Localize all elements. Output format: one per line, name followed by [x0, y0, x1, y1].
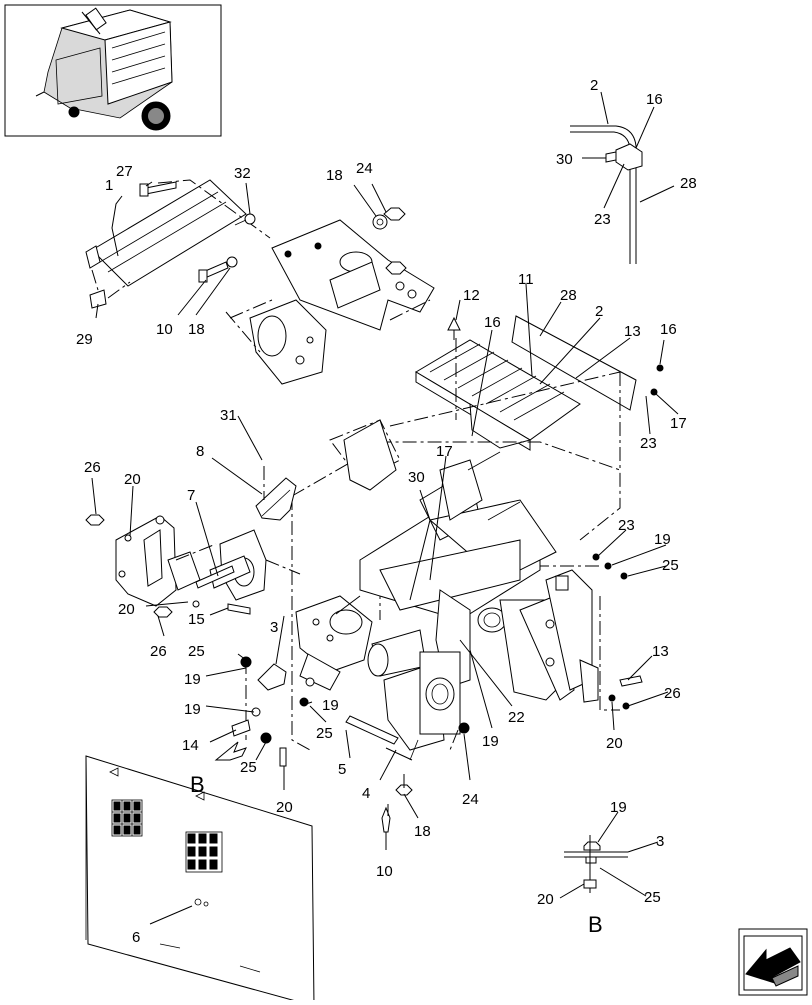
callout-c15: 15 — [188, 611, 205, 628]
callout-c19c: 19 — [322, 697, 339, 714]
callout-c31: 31 — [220, 407, 237, 424]
callout-c19b: 19 — [184, 671, 201, 688]
callout-c20d: 20 — [606, 735, 623, 752]
callout-c25e: 25 — [644, 889, 661, 906]
callout-c19d: 19 — [184, 701, 201, 718]
callout-c6: 6 — [132, 929, 140, 946]
navigation-arrow-icon[interactable] — [738, 928, 808, 996]
callout-c30a: 30 — [556, 151, 573, 168]
left-bracket-assembly — [115, 515, 301, 607]
hardware-upper — [139, 181, 407, 283]
callout-c24a: 24 — [356, 160, 373, 177]
callout-c19f: 19 — [610, 799, 627, 816]
callout-c23a: 23 — [594, 211, 611, 228]
callout-c2a: 2 — [590, 77, 598, 94]
callout-c18b: 18 — [188, 321, 205, 338]
callout-c5: 5 — [338, 761, 346, 778]
callout-c20c: 20 — [276, 799, 293, 816]
callout-c26b: 26 — [150, 643, 167, 660]
upper-drive-bracket — [225, 219, 435, 385]
callout-c11: 11 — [518, 271, 534, 288]
callout-c7: 7 — [187, 487, 195, 504]
callout-c25c: 25 — [316, 725, 333, 742]
view-label-vB1: B — [190, 772, 205, 797]
callout-c29: 29 — [76, 331, 93, 348]
callout-c16a: 16 — [646, 91, 663, 108]
callout-c1: 1 — [105, 177, 113, 194]
detail-view-b — [564, 835, 628, 893]
callout-c23c: 23 — [618, 517, 635, 534]
callout-c16b: 16 — [484, 314, 501, 331]
callout-c23b: 23 — [640, 435, 657, 452]
hardware-left — [85, 514, 470, 833]
leader-lines — [91, 91, 679, 925]
side-panel-6 — [85, 755, 315, 1005]
floor-plate-11 — [389, 315, 637, 470]
callout-c3b: 3 — [656, 833, 664, 850]
shaft-5-and-4 — [345, 715, 419, 761]
callout-c28b: 28 — [560, 287, 577, 304]
baler-overview-inset — [4, 4, 222, 137]
mounting-bracket-2 — [570, 125, 643, 264]
callout-c25a: 25 — [662, 557, 679, 574]
gearbox-assembly — [295, 595, 461, 751]
guard-8 — [255, 466, 297, 521]
callout-c13a: 13 — [624, 323, 641, 340]
callout-labels: 127 32 18 24 29 10 18 2 16 30 28 23 12 11 28 16 2 13 16 17 2… — [76, 77, 697, 946]
vent-grid-upper — [111, 799, 143, 837]
callout-c19e: 19 — [482, 733, 499, 750]
hardware-right — [447, 316, 664, 710]
callout-c18a: 18 — [326, 167, 343, 184]
view-b-arrow — [214, 741, 247, 761]
callout-c24b: 24 — [462, 791, 479, 808]
callout-c20b: 20 — [118, 601, 135, 618]
baler-illustration — [35, 7, 173, 131]
callout-c16c: 16 — [660, 321, 677, 338]
callout-c32: 32 — [234, 165, 251, 182]
callout-c27: 27 — [116, 163, 133, 180]
callout-c25d: 25 — [240, 759, 257, 776]
callout-c28a: 28 — [680, 175, 697, 192]
callout-c18c: 18 — [414, 823, 431, 840]
view-label-vB2: B — [588, 912, 603, 937]
callout-c20e: 20 — [537, 891, 554, 908]
callout-c17a: 17 — [670, 415, 687, 432]
callout-c2b: 2 — [595, 303, 603, 320]
callout-c30b: 30 — [408, 469, 425, 486]
callout-c8: 8 — [196, 443, 204, 460]
callout-c12: 12 — [463, 287, 480, 304]
central-frame — [343, 419, 599, 703]
callout-c22: 22 — [508, 709, 525, 726]
callout-c3a: 3 — [270, 619, 278, 636]
callout-c20a: 20 — [124, 471, 141, 488]
bracket-3 — [245, 660, 287, 740]
shield-part-1 — [85, 179, 271, 309]
callout-c10b: 10 — [376, 863, 393, 880]
callout-c13b: 13 — [652, 643, 669, 660]
callout-c19a: 19 — [654, 531, 671, 548]
callout-c26c: 26 — [664, 685, 681, 702]
vent-grid-lower — [185, 831, 223, 873]
callout-c14: 14 — [182, 737, 199, 754]
callout-c10a: 10 — [156, 321, 173, 338]
callout-c25b: 25 — [188, 643, 205, 660]
callout-c17b: 17 — [436, 443, 453, 460]
callout-c4: 4 — [362, 785, 370, 802]
callout-c26a: 26 — [84, 459, 101, 476]
